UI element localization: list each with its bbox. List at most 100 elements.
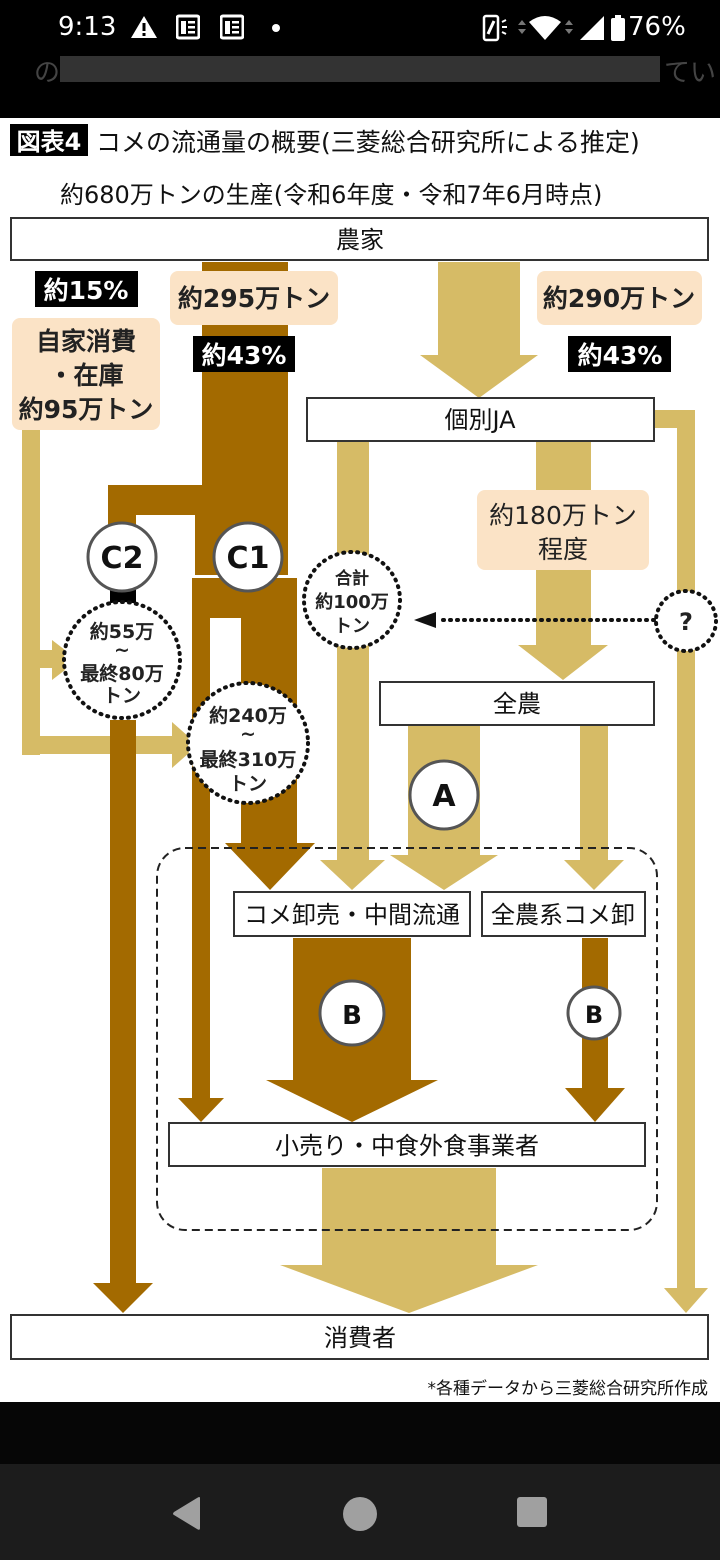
arrow-unknown-to-total xyxy=(414,612,436,628)
battery-icon xyxy=(611,15,625,41)
svg-text:?: ? xyxy=(679,608,693,636)
arrow-wholesale-to-retail xyxy=(266,1080,438,1122)
marker-a: A xyxy=(408,759,480,831)
arrow-zen-wholesale-to-retail xyxy=(565,1088,625,1122)
node-wholesale: コメ卸売・中間流通 xyxy=(233,891,471,937)
signal-icon xyxy=(580,16,604,40)
svg-text:個別JA: 個別JA xyxy=(444,406,516,434)
background-text: てい xyxy=(664,58,717,88)
svg-text:約180万トン: 約180万トン xyxy=(489,501,637,530)
svg-text:全農系コメ卸: 全農系コメ卸 xyxy=(491,901,635,929)
marker-c2: C2 xyxy=(86,521,158,593)
svg-text:C2: C2 xyxy=(101,541,144,576)
figure-image[interactable]: .dark { fill: #a36a00; } .light { fill: … xyxy=(0,118,720,1402)
status-time: 9:13 xyxy=(58,12,117,42)
node-individual-ja: 個別JA xyxy=(306,397,655,442)
flow-retail-to-consumers xyxy=(322,1168,496,1268)
intermediary-region xyxy=(156,847,658,1231)
zennoh-amount-label: 約180万トン 程度 xyxy=(477,490,649,570)
flow-self-to-c1 xyxy=(22,736,180,754)
back-button[interactable] xyxy=(168,1494,204,1534)
svg-text:B: B xyxy=(585,1001,603,1029)
self-pct-badge xyxy=(35,271,138,307)
dot-icon xyxy=(272,24,280,32)
svg-text:農家: 農家 xyxy=(336,226,384,254)
unknown-volume-circle: ? xyxy=(654,589,718,653)
svg-text:コメ卸売・中間流通: コメ卸売・中間流通 xyxy=(244,901,460,929)
marker-b-large: B xyxy=(318,979,386,1047)
marker-c1: C1 xyxy=(212,521,284,593)
flow-self-to-c2 xyxy=(22,650,52,668)
flow-self-consumption xyxy=(22,430,40,755)
svg-text:約55万: 約55万 xyxy=(90,620,154,643)
svg-text:全農: 全農 xyxy=(493,690,541,718)
navigation-bar xyxy=(0,1464,720,1560)
svg-text:自家消費: 自家消費 xyxy=(36,327,136,356)
warning-icon xyxy=(131,16,157,38)
arrow-zennoh-to-zen-wholesale xyxy=(564,860,624,890)
news-icon xyxy=(176,14,200,40)
wifi-icon xyxy=(518,16,573,40)
vibrate-icon xyxy=(482,14,507,42)
svg-text:最終310万: 最終310万 xyxy=(200,748,297,771)
home-button[interactable] xyxy=(340,1494,380,1534)
flow-to-ja xyxy=(438,262,520,357)
flow-direct-branch xyxy=(108,485,288,515)
arrow-ja-to-zennoh xyxy=(518,645,608,680)
node-zennoh-wholesale: 全農系コメ卸 xyxy=(481,891,646,937)
recents-icon xyxy=(517,1497,547,1527)
direct-pct-badge xyxy=(193,336,295,372)
node-farmers: 農家 xyxy=(10,217,709,261)
svg-text:約290万トン: 約290万トン xyxy=(543,284,695,313)
svg-text:最終80万: 最終80万 xyxy=(80,662,163,685)
total-volume-circle: 合計 約100万 トン xyxy=(302,550,402,650)
self-consumption-label: 自家消費 ・在庫 約95万トン xyxy=(12,318,160,430)
svg-text:約100万: 約100万 xyxy=(315,591,389,613)
figure-title: コメの流通量の概要(三菱総合研究所による推定) xyxy=(96,128,640,157)
figure-subtitle: 約680万トンの生産(令和6年度・令和7年6月時点) xyxy=(60,181,602,209)
arrow-c2-to-consumers xyxy=(93,1283,153,1313)
svg-text:約95万トン: 約95万トン xyxy=(19,395,154,424)
back-icon xyxy=(173,1497,200,1530)
figure-badge-bg xyxy=(10,124,88,156)
svg-text:合計: 合計 xyxy=(335,568,369,589)
direct-amount-label: 約295万トン xyxy=(170,271,338,325)
c2-volume-circle: 約55万 ~ 最終80万 トン xyxy=(62,600,182,720)
marker-b-small: B xyxy=(566,985,622,1041)
arrow-to-ja xyxy=(420,355,538,398)
svg-text:約240万: 約240万 xyxy=(209,704,287,727)
ja-amount-label: 約290万トン xyxy=(537,271,702,325)
arrow-retail-to-consumers xyxy=(280,1265,538,1313)
self-pct: 約15% xyxy=(44,276,129,305)
svg-text:B: B xyxy=(342,1001,362,1031)
figure-badge: 図表4 xyxy=(17,128,82,156)
c1-volume-circle: 約240万 ~ 最終310万 トン xyxy=(186,681,310,805)
svg-text:程度: 程度 xyxy=(538,535,588,564)
arrow-c1-to-wholesale xyxy=(225,843,315,890)
node-retail: 小売り・中食外食事業者 xyxy=(168,1122,646,1167)
flow-c1-to-retail xyxy=(192,615,210,1100)
flow-ja-to-wholesale xyxy=(337,442,369,862)
svg-text:A: A xyxy=(432,779,456,814)
home-icon xyxy=(343,1497,377,1531)
background-text: の xyxy=(34,58,61,88)
status-bar: 9:13 76% xyxy=(0,0,720,56)
svg-text:トン: トン xyxy=(103,685,141,707)
page-bottom-area xyxy=(0,1402,720,1464)
background-image xyxy=(60,56,660,82)
svg-text:小売り・中食外食事業者: 小売り・中食外食事業者 xyxy=(275,1132,539,1160)
arrow-self-to-c1 xyxy=(172,722,198,768)
recents-button[interactable] xyxy=(515,1494,549,1534)
ja-pct: 約43% xyxy=(578,341,663,370)
svg-text:・在庫: ・在庫 xyxy=(48,361,123,390)
rice-distribution-diagram: .dark { fill: #a36a00; } .light { fill: … xyxy=(10,124,718,1399)
flow-zennoh-to-zen-wholesale xyxy=(580,726,608,861)
svg-text:~: ~ xyxy=(240,723,256,745)
background-article-strip: の てい xyxy=(0,56,720,118)
arrow-ja-to-wholesale xyxy=(320,860,385,890)
arrow-zennoh-to-wholesale xyxy=(390,855,498,890)
figure-footnote: *各種データから三菱総合研究所作成 xyxy=(428,1378,709,1399)
direct-pct: 約43% xyxy=(202,341,287,370)
svg-text:C1: C1 xyxy=(227,541,270,576)
svg-text:約295万トン: 約295万トン xyxy=(178,284,330,313)
